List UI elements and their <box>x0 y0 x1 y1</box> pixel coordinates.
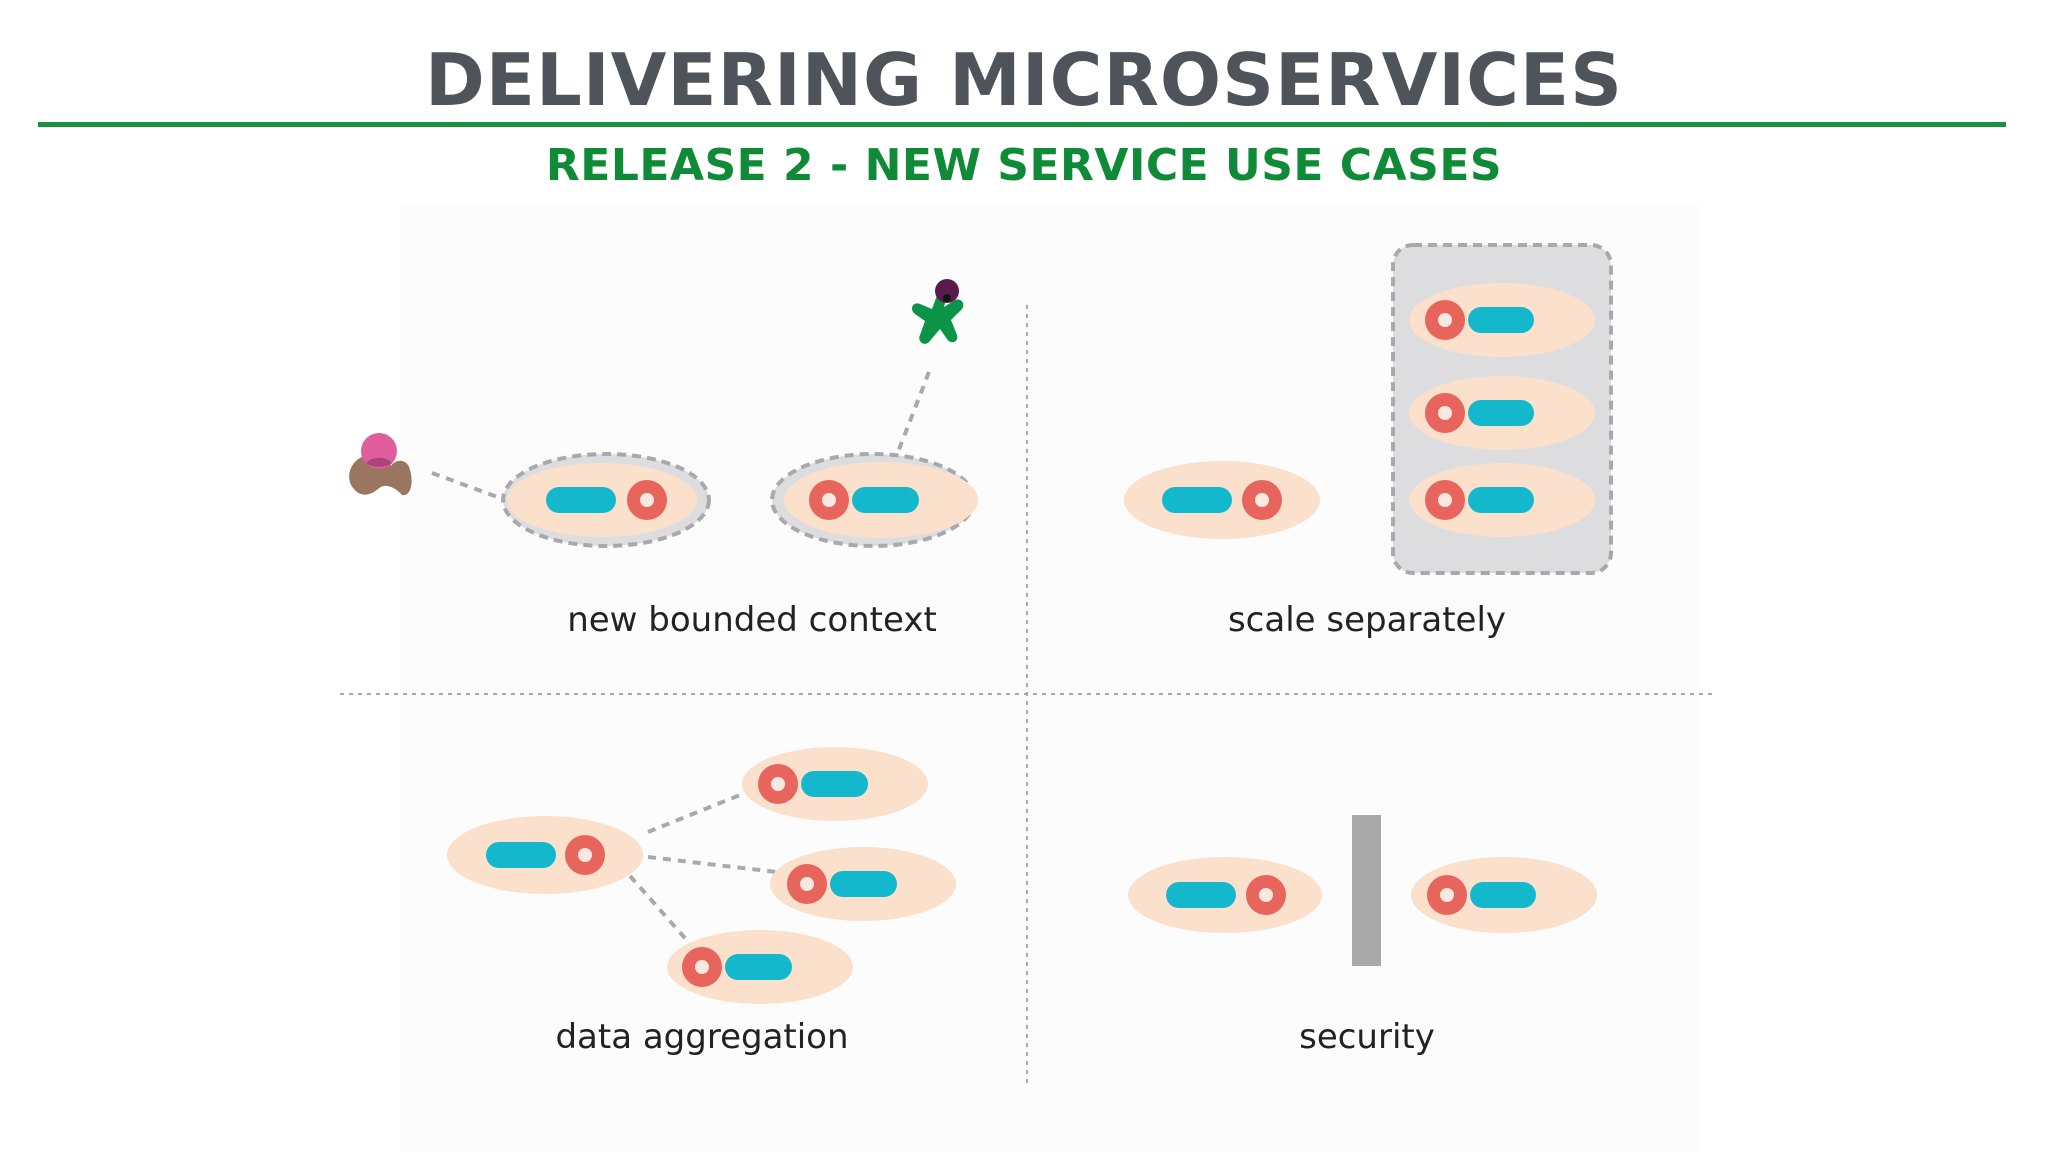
connection-line <box>647 855 786 875</box>
caption-security: security <box>1299 1017 1435 1057</box>
service-data-blob <box>725 954 792 980</box>
source-service <box>667 930 853 1004</box>
scaled-service-instance <box>1409 283 1595 357</box>
service-data-blob <box>486 842 556 868</box>
connection-line <box>431 471 504 501</box>
subtitle: RELEASE 2 - NEW SERVICE USE CASES <box>545 140 1503 191</box>
scaled-service-instance <box>1409 376 1595 450</box>
service-data-blob <box>1162 487 1232 513</box>
service-data-blob <box>1468 487 1534 513</box>
caption-data-aggregation: data aggregation <box>555 1017 849 1057</box>
service-core-icon <box>1242 480 1282 520</box>
service-data-blob <box>830 871 897 897</box>
caption-scale-separately: scale separately <box>1227 600 1507 640</box>
new-service-with-boundary <box>770 452 978 548</box>
service-data-blob <box>546 487 616 513</box>
service-core-icon <box>1246 875 1286 915</box>
service-core-icon <box>682 947 722 987</box>
service-outside <box>1128 857 1322 933</box>
main-title: DELIVERING MICROSERVICES <box>425 38 1623 122</box>
scaled-service-instance <box>1409 463 1595 537</box>
data-aggregation-diagram <box>447 747 956 1004</box>
service-core-icon <box>627 480 667 520</box>
service-data-blob <box>1166 882 1236 908</box>
service-core-icon <box>1425 393 1465 433</box>
source-service <box>770 847 956 921</box>
service-data-blob <box>1468 400 1534 426</box>
service-core-icon <box>1425 480 1465 520</box>
title-rule <box>38 122 2006 127</box>
source-service <box>742 747 928 821</box>
service-core-icon <box>809 480 849 520</box>
service-with-boundary <box>501 452 711 548</box>
external-actor-icon <box>912 279 964 344</box>
caption-new-bounded-context: new bounded context <box>567 600 937 640</box>
service-data-blob <box>852 487 919 513</box>
service-data-blob <box>1468 307 1534 333</box>
user-actor-icon <box>349 433 412 496</box>
firewall-barrier <box>1352 815 1381 966</box>
connection-line <box>647 793 741 834</box>
service-core-icon <box>758 764 798 804</box>
service-core-icon <box>1425 300 1465 340</box>
security-diagram <box>1128 815 1597 966</box>
service-core-icon <box>565 835 605 875</box>
service-core-icon <box>1427 875 1467 915</box>
protected-service <box>1411 857 1597 933</box>
service-data-blob <box>1470 882 1536 908</box>
scale-separately-diagram <box>1124 243 1613 575</box>
connection-line <box>628 874 694 948</box>
connection-line <box>896 371 931 453</box>
single-service <box>1124 461 1320 539</box>
aggregator-service <box>447 816 643 894</box>
new-bounded-context-diagram <box>349 279 978 548</box>
service-core-icon <box>787 864 827 904</box>
service-data-blob <box>801 771 868 797</box>
